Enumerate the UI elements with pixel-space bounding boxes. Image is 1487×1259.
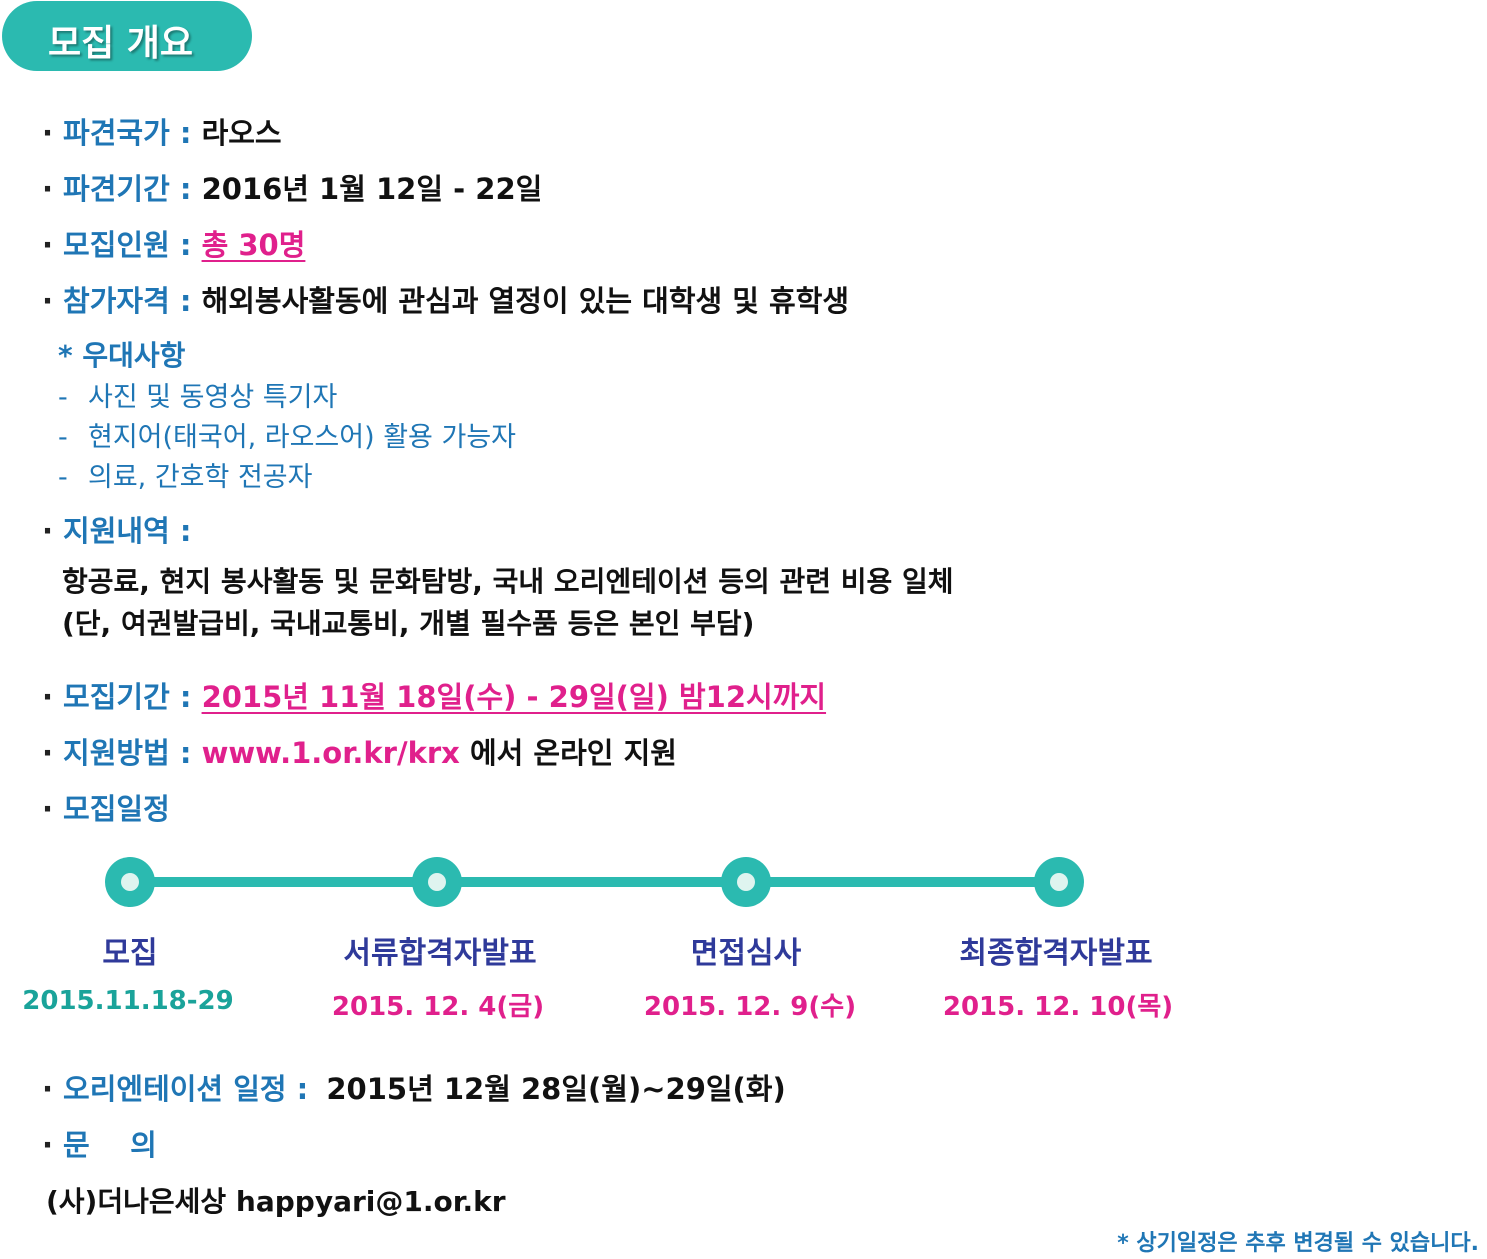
- timeline-step-date: 2015. 12. 10(목): [942, 992, 1174, 1022]
- bullet: ·: [42, 792, 54, 826]
- orientation-label: 오리엔테이션 일정 :: [63, 1072, 309, 1106]
- preference-item: -의료, 간호학 전공자: [58, 455, 312, 494]
- bullet: ·: [42, 228, 54, 262]
- support-detail-line1: 항공료, 현지 봉사활동 및 문화탐방, 국내 오리엔테이션 등의 관련 비용 …: [62, 565, 954, 598]
- timeline-step-date: 2015. 12. 4(금): [331, 992, 545, 1022]
- country-value: 라오스: [201, 116, 282, 150]
- bullet: ·: [42, 172, 54, 206]
- bullet: ·: [42, 1128, 54, 1162]
- schedule-row: · 모집일정: [42, 786, 170, 828]
- inquiry-contact: (사)더나은세상 happyari@1.or.kr: [46, 1185, 506, 1218]
- dash: -: [58, 422, 68, 453]
- timeline-step-name: 면접심사: [690, 936, 802, 971]
- period-label: 파견기간 :: [63, 172, 192, 206]
- country-label: 파견국가 :: [63, 116, 192, 150]
- period-value: 2016년 1월 12일 - 22일: [201, 172, 543, 206]
- bullet: ·: [42, 116, 54, 150]
- orientation-row: · 오리엔테이션 일정 : 2015년 12월 28일(월)~29일(화): [42, 1066, 786, 1108]
- preference-item: -현지어(태국어, 라오스어) 활용 가능자: [58, 415, 516, 454]
- timeline-step-date: 2015. 12. 9(수): [643, 992, 857, 1022]
- timeline-step-date: 2015.11.18-29: [22, 986, 234, 1016]
- inquiry-label: 문 의: [63, 1128, 157, 1162]
- period-row: · 파견기간 : 2016년 1월 12일 - 22일: [42, 166, 542, 208]
- timeline-node: [105, 857, 155, 907]
- apply-value: 에서 온라인 지원: [459, 736, 677, 770]
- timeline-line: [130, 877, 1060, 887]
- preference-item: -사진 및 동영상 특기자: [58, 375, 337, 414]
- qualification-label: 참가자격 :: [63, 284, 192, 318]
- bullet: ·: [42, 514, 54, 548]
- qualification-value: 해외봉사활동에 관심과 열정이 있는 대학생 및 휴학생: [201, 284, 850, 318]
- section-header-pill: [2, 1, 252, 71]
- bullet: ·: [42, 1072, 54, 1106]
- preference-item-text: 사진 및 동영상 특기자: [88, 382, 338, 413]
- bullet: ·: [42, 736, 54, 770]
- footnote: * 상기일정은 추후 변경될 수 있습니다.: [1117, 1231, 1479, 1256]
- bullet: ·: [42, 284, 54, 318]
- recruit-period-row: · 모집기간 : 2015년 11월 18일(수) - 29일(일) 밤12시까지: [42, 674, 826, 716]
- people-label: 모집인원 :: [63, 228, 192, 262]
- timeline-step-name: 모집: [102, 936, 158, 971]
- people-row: · 모집인원 : 총 30명: [42, 222, 305, 264]
- qualification-row: · 참가자격 : 해외봉사활동에 관심과 열정이 있는 대학생 및 휴학생: [42, 278, 849, 320]
- timeline-node: [412, 857, 462, 907]
- people-value: 총 30명: [201, 228, 306, 262]
- country-row: · 파견국가 : 라오스: [42, 110, 282, 152]
- section-title: 모집 개요: [48, 23, 194, 64]
- preference-item-text: 현지어(태국어, 라오스어) 활용 가능자: [88, 422, 516, 453]
- orientation-value: 2015년 12월 28일(월)~29일(화): [326, 1072, 786, 1106]
- timeline-step-name: 서류합격자발표: [343, 936, 537, 971]
- dash: -: [58, 382, 68, 413]
- inquiry-row: · 문 의: [42, 1122, 157, 1164]
- support-detail-line2: (단, 여권발급비, 국내교통비, 개별 필수품 등은 본인 부담): [62, 607, 755, 640]
- apply-row: · 지원방법 : www.1.or.kr/krx 에서 온라인 지원: [42, 730, 677, 772]
- bullet: ·: [42, 680, 54, 714]
- preference-item-text: 의료, 간호학 전공자: [88, 462, 313, 493]
- preference-title: * 우대사항: [58, 339, 186, 372]
- apply-label: 지원방법 :: [63, 736, 192, 770]
- support-label: 지원내역 :: [63, 514, 192, 548]
- timeline-node: [1034, 857, 1084, 907]
- recruit-period-label: 모집기간 :: [63, 680, 192, 714]
- dash: -: [58, 462, 68, 493]
- support-row: · 지원내역 :: [42, 508, 191, 550]
- apply-url-link[interactable]: www.1.or.kr/krx: [201, 736, 460, 770]
- timeline-node: [721, 857, 771, 907]
- schedule-label: 모집일정: [63, 792, 170, 826]
- timeline-step-name: 최종합격자발표: [959, 936, 1153, 971]
- recruit-period-value: 2015년 11월 18일(수) - 29일(일) 밤12시까지: [201, 680, 827, 714]
